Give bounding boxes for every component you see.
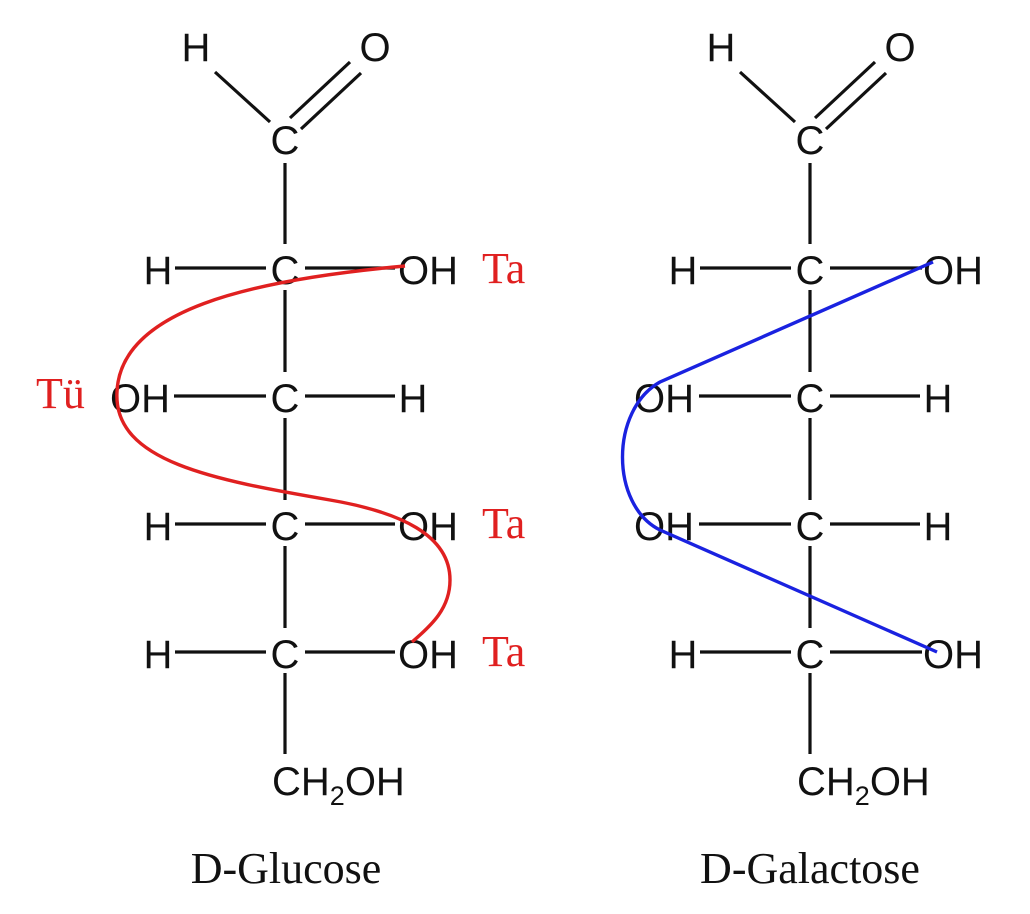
galactose-structure: H O C H C OH OH C H OH C H H C OH <box>620 26 983 893</box>
glucose-annotation-row3: Ta <box>482 499 525 548</box>
galactose-c5: C <box>796 633 825 677</box>
glucose-row4-right: OH <box>398 633 458 677</box>
galactose-row3-right: H <box>924 505 953 549</box>
glucose-annotation-row1: Ta <box>482 244 525 293</box>
galactose-row4-right: OH <box>923 633 983 677</box>
glucose-c5: C <box>271 633 300 677</box>
galactose-terminal-sub: 2 <box>855 781 870 811</box>
galactose-terminal-group: CH2OH <box>797 760 930 811</box>
glucose-aldehyde-h: H <box>182 26 211 70</box>
glucose-annotation-row4: Ta <box>482 627 525 676</box>
galactose-c2: C <box>796 249 825 293</box>
glucose-terminal-oh: OH <box>345 760 405 804</box>
glucose-row2-right: H <box>399 377 428 421</box>
galactose-terminal-oh: OH <box>870 760 930 804</box>
galactose-c1: C <box>796 119 825 163</box>
glucose-terminal-sub: 2 <box>330 781 345 811</box>
glucose-bond-c1-o-b <box>299 71 363 131</box>
glucose-c3: C <box>271 377 300 421</box>
glucose-oh-curve <box>115 264 452 644</box>
glucose-aldehyde-o: O <box>359 26 390 70</box>
glucose-structure: H O C H C OH OH C H H C OH H C OH <box>36 26 525 893</box>
glucose-name-label: D-Glucose <box>191 844 382 893</box>
galactose-c3: C <box>796 377 825 421</box>
glucose-c2: C <box>271 249 300 293</box>
galactose-name-label: D-Galactose <box>700 844 920 893</box>
glucose-bond-c1-o-a <box>288 60 352 120</box>
galactose-aldehyde-h: H <box>707 26 736 70</box>
glucose-terminal-group: CH2OH <box>272 760 405 811</box>
galactose-row4-left: H <box>669 633 698 677</box>
galactose-c4: C <box>796 505 825 549</box>
glucose-row3-right: OH <box>398 505 458 549</box>
glucose-row4-left: H <box>144 633 173 677</box>
galactose-oh-curve <box>620 260 938 654</box>
glucose-row3-left: H <box>144 505 173 549</box>
glucose-row1-right: OH <box>398 249 458 293</box>
galactose-aldehyde-o: O <box>884 26 915 70</box>
glucose-c4: C <box>271 505 300 549</box>
glucose-annotation-row2: Tü <box>36 369 85 418</box>
glucose-row1-left: H <box>144 249 173 293</box>
galactose-terminal-ch: CH <box>797 760 855 804</box>
glucose-bond-c1-h <box>213 70 272 124</box>
glucose-terminal-ch: CH <box>272 760 330 804</box>
galactose-bond-c1-h <box>738 70 797 124</box>
galactose-bond-c1-o-a <box>813 60 877 120</box>
galactose-row2-right: H <box>924 377 953 421</box>
galactose-row2-left: OH <box>634 377 694 421</box>
glucose-c1: C <box>271 119 300 163</box>
galactose-row1-left: H <box>669 249 698 293</box>
galactose-bond-c1-o-b <box>824 71 888 131</box>
galactose-row1-right: OH <box>923 249 983 293</box>
